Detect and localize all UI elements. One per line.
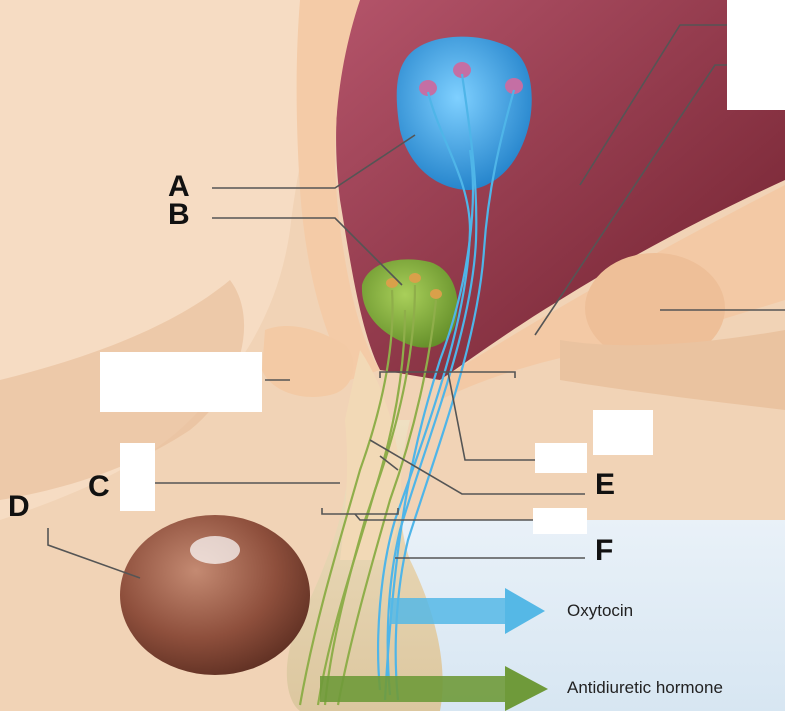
label-f: F — [595, 536, 613, 566]
blank-box-infundibulum — [535, 443, 587, 473]
oxytocin-label: Oxytocin — [567, 601, 633, 621]
label-d: D — [8, 492, 30, 522]
blank-box-top-right — [727, 0, 785, 110]
antidiuretic-hormone-label: Antidiuretic hormone — [567, 678, 723, 698]
anterior-highlight — [190, 536, 240, 564]
pvn-neuron-2 — [409, 273, 421, 283]
blank-box-stalk — [533, 508, 587, 534]
pvn-neuron-3 — [430, 289, 442, 299]
blank-box-c-left — [120, 443, 155, 511]
label-b: B — [168, 200, 190, 230]
label-c: C — [88, 472, 110, 502]
label-e: E — [595, 470, 615, 500]
blank-box-right-mid — [593, 410, 653, 455]
blank-box-left — [100, 352, 262, 412]
